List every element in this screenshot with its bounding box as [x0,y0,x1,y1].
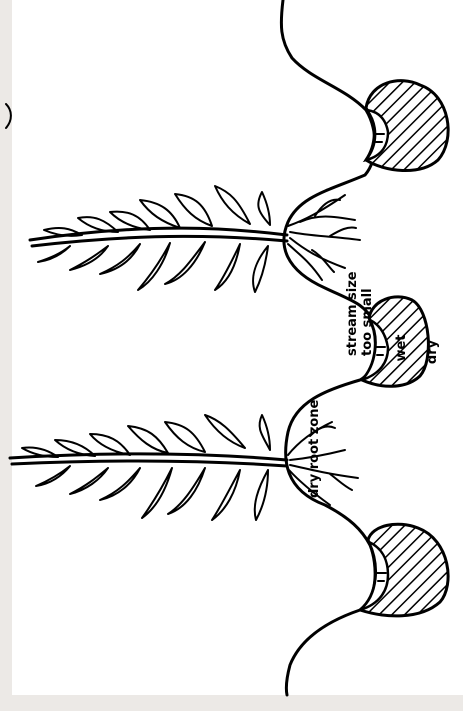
dry-label: dry [425,339,440,364]
wetted-bulb-top [366,81,448,171]
edge-fragment [6,104,11,128]
stream-size-line-1: stream size [345,271,360,356]
dry-root-zone-label: dry root zone [307,400,322,498]
stream-size-line-2: too small [360,288,375,356]
wet-label: wet [394,334,409,361]
